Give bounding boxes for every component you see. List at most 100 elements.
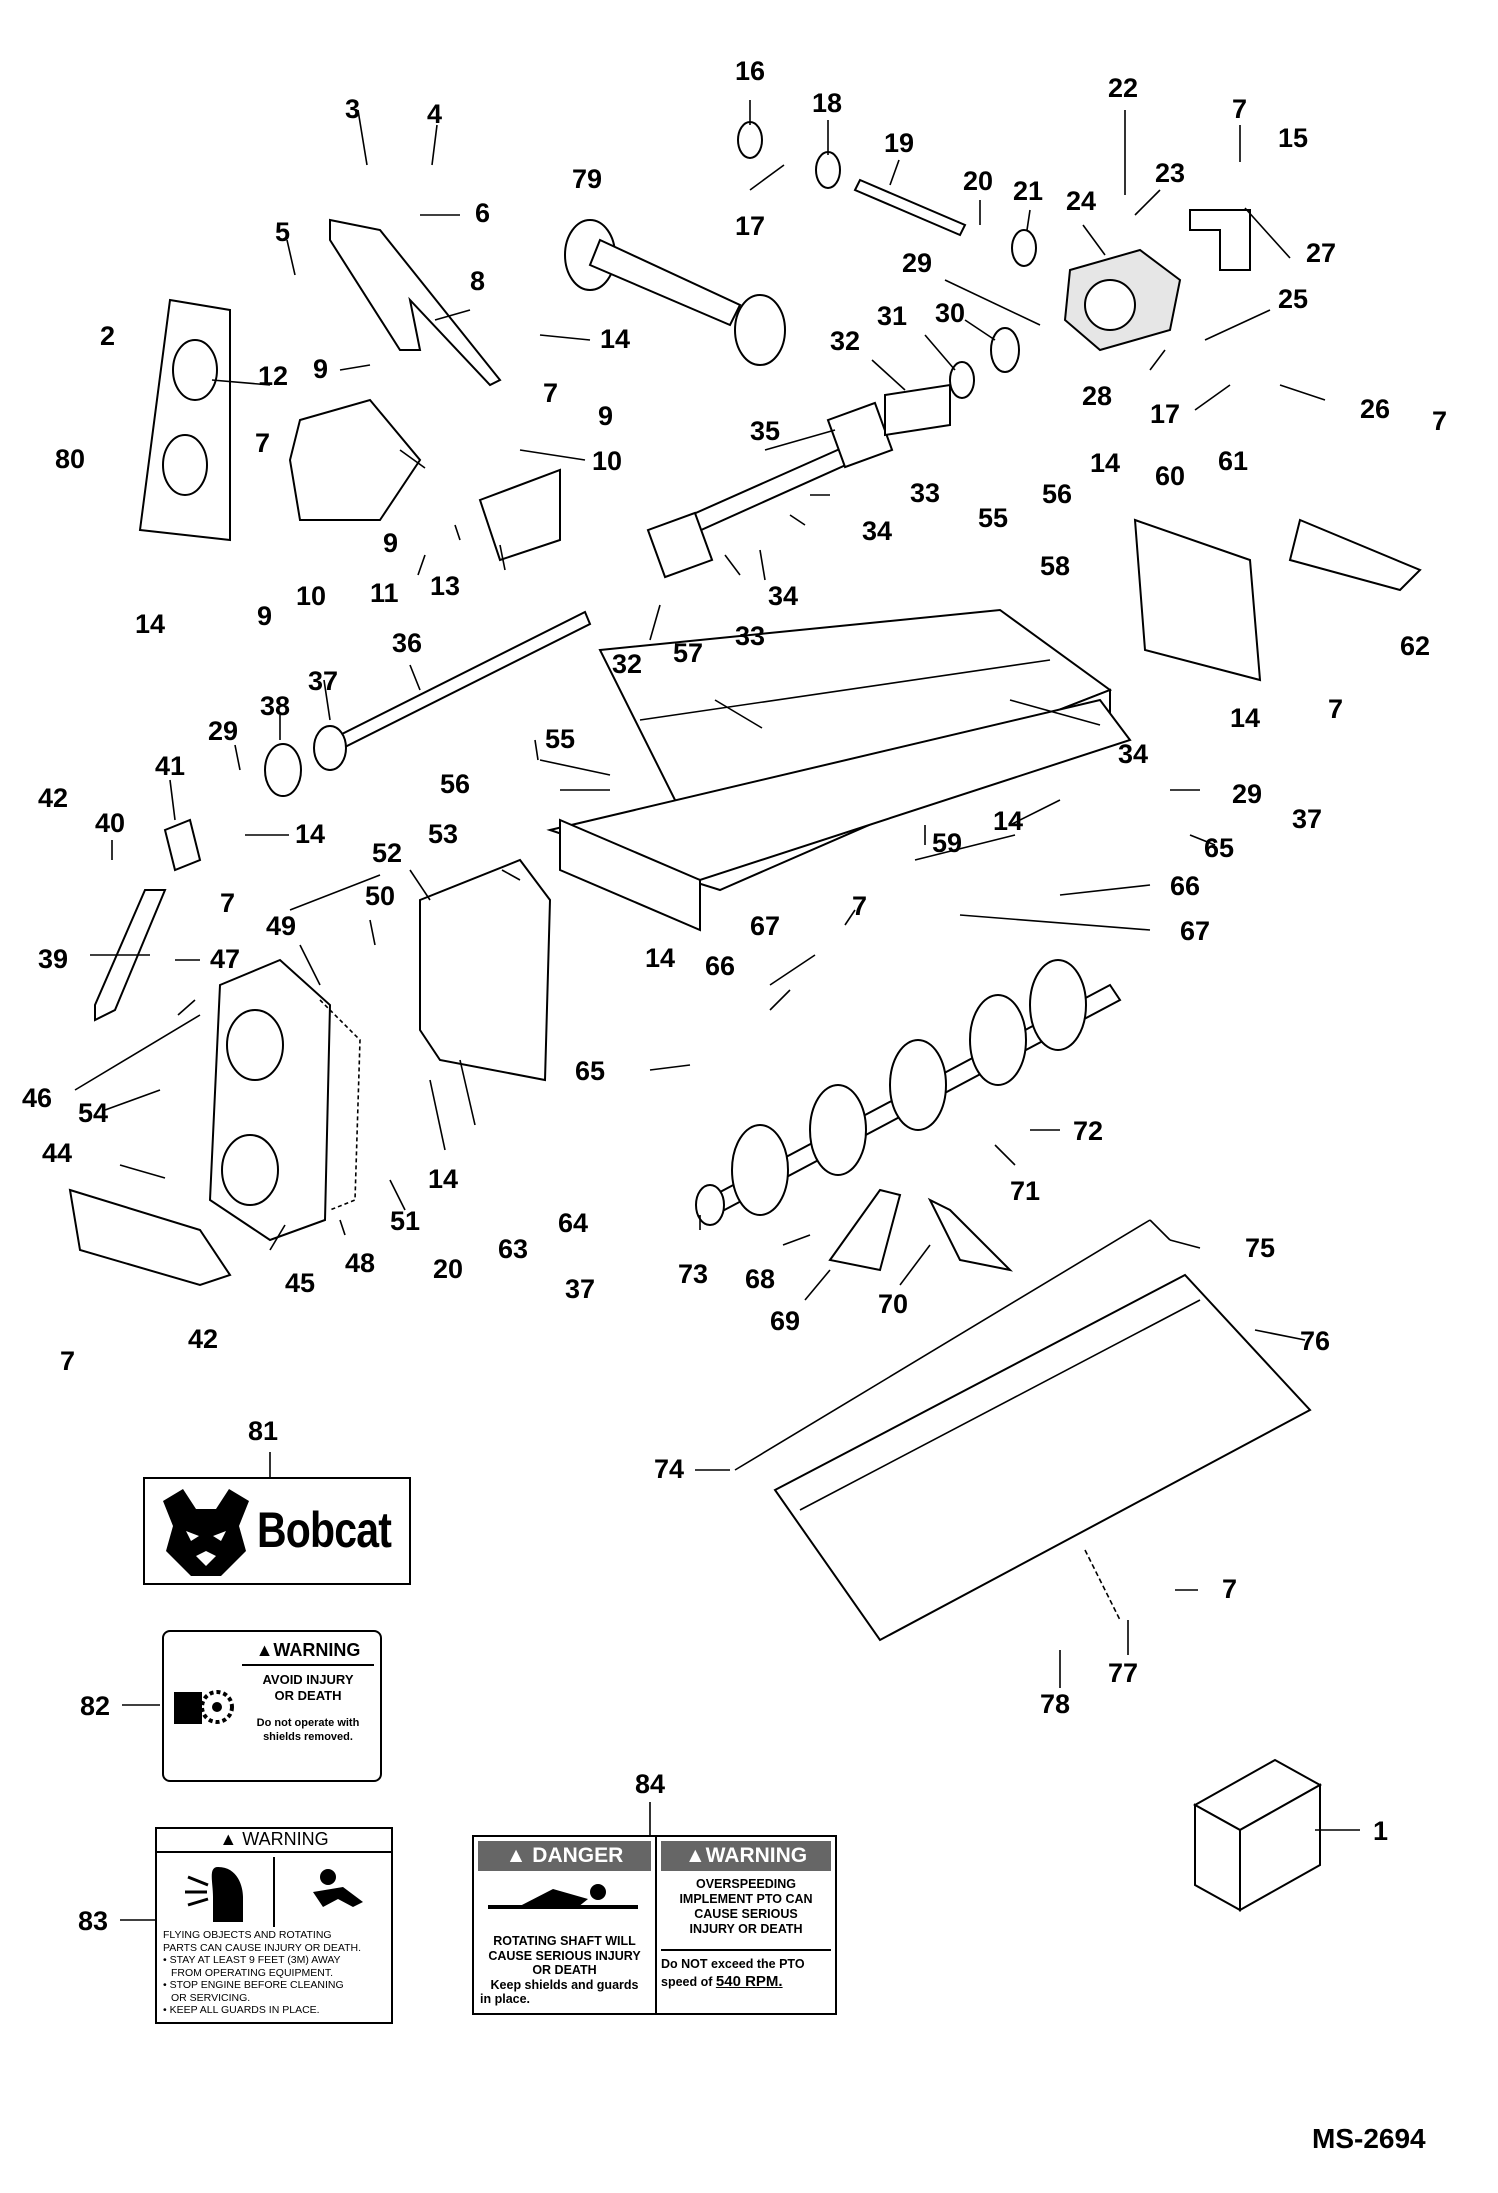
callout-29-a: 29 <box>902 248 932 278</box>
callout-46: 46 <box>22 1083 52 1113</box>
callout-34-b: 34 <box>768 581 798 611</box>
decal-81-bobcat: Bobcat <box>143 1477 411 1585</box>
drive-shaft-36 <box>313 610 592 771</box>
decal-84-warning-line3: CAUSE SERIOUS <box>694 1907 798 1921</box>
decal-83-bullet2a: • STOP ENGINE BEFORE CLEANING <box>163 1979 344 1991</box>
callout-13: 13 <box>430 571 460 601</box>
callout-7-h: 7 <box>60 1346 75 1376</box>
tine-70 <box>927 1197 1014 1272</box>
callout-36: 36 <box>392 628 422 658</box>
leader-lines <box>74 100 1360 1921</box>
callout-77: 77 <box>1108 1658 1138 1688</box>
flying-objects-pictogram-icon <box>185 1857 363 1927</box>
callout-81: 81 <box>248 1416 278 1446</box>
side-plate-52 <box>419 858 552 1082</box>
decal-84-warning-panel: ▲WARNING OVERSPEEDING IMPLEMENT PTO CAN … <box>657 1837 835 2013</box>
hand-sprocket-pictogram-icon <box>174 1690 234 1724</box>
callout-37-b: 37 <box>1292 804 1322 834</box>
callout-7-f: 7 <box>220 888 235 918</box>
callout-55-b: 55 <box>545 724 575 754</box>
jack-41 <box>163 818 202 872</box>
callout-2: 2 <box>100 321 115 351</box>
callout-70: 70 <box>878 1289 908 1319</box>
decal-83-bullet2b: OR SERVICING. <box>171 1991 251 2004</box>
callout-23: 23 <box>1155 158 1185 188</box>
callout-7-d: 7 <box>1432 406 1447 436</box>
decal-84-warning-line1: OVERSPEEDING <box>695 1877 797 1891</box>
callout-15: 15 <box>1278 123 1308 153</box>
callout-45: 45 <box>285 1268 315 1298</box>
decal-84-warning-line6a: speed of <box>661 1975 713 1989</box>
callout-53: 53 <box>428 819 458 849</box>
callout-60: 60 <box>1155 461 1185 491</box>
callout-80: 80 <box>55 444 85 474</box>
decal-83-bullet3: • KEEP ALL GUARDS IN PLACE. <box>163 2004 320 2016</box>
shaft-19 <box>853 178 967 237</box>
callout-24: 24 <box>1066 186 1096 216</box>
callout-8: 8 <box>470 266 485 296</box>
callout-14-g: 14 <box>645 943 675 973</box>
callout-27: 27 <box>1306 238 1336 268</box>
decal-82-line1: AVOID INJURY <box>262 1672 354 1687</box>
callout-40: 40 <box>95 808 125 838</box>
callout-69: 69 <box>770 1306 800 1336</box>
callout-25: 25 <box>1278 284 1308 314</box>
callout-47: 47 <box>210 944 240 974</box>
callout-48: 48 <box>345 1248 375 1278</box>
callout-28: 28 <box>1082 381 1112 411</box>
callout-57: 57 <box>673 638 703 668</box>
callout-17-a: 17 <box>735 211 765 241</box>
callout-7-g: 7 <box>852 891 867 921</box>
callout-52: 52 <box>372 838 402 868</box>
callout-16: 16 <box>735 56 765 86</box>
callout-numbers: 1 2 3 4 5 6 7 7 7 7 7 7 7 7 7 8 9 9 9 9 … <box>22 56 1447 1936</box>
callout-42-b: 42 <box>188 1324 218 1354</box>
chain-49 <box>319 999 361 1211</box>
callout-74: 74 <box>654 1454 684 1484</box>
gear-30 <box>990 327 1020 373</box>
chain-case-45 <box>208 958 332 1242</box>
callout-22: 22 <box>1108 73 1138 103</box>
bearing-31 <box>949 361 975 399</box>
callout-9-a: 9 <box>313 354 328 384</box>
callout-9-d: 9 <box>257 601 272 631</box>
callout-59: 59 <box>932 828 962 858</box>
callout-10-b: 10 <box>296 581 326 611</box>
decal-84-warning-line6b: 540 RPM. <box>715 1973 783 1990</box>
bracket-27 <box>1189 209 1251 271</box>
callout-41: 41 <box>155 751 185 781</box>
callout-14-d: 14 <box>1230 703 1260 733</box>
callout-51: 51 <box>390 1206 420 1236</box>
decal-83-bullet1a: • STAY AT LEAST 9 FEET (3M) AWAY <box>163 1954 341 1966</box>
callout-55-a: 55 <box>978 503 1008 533</box>
callout-82: 82 <box>80 1691 110 1721</box>
callout-76: 76 <box>1300 1326 1330 1356</box>
callout-67-a: 67 <box>1180 916 1210 946</box>
frame-beam <box>546 698 1132 932</box>
callout-54: 54 <box>78 1098 108 1128</box>
callout-75: 75 <box>1245 1233 1275 1263</box>
decal-82-header: ▲WARNING <box>242 1640 374 1666</box>
callout-33-b: 33 <box>735 621 765 651</box>
decal-84-danger-line2: CAUSE SERIOUS INJURY <box>488 1948 641 1963</box>
callout-19: 19 <box>884 128 914 158</box>
callout-79: 79 <box>572 164 602 194</box>
decal-82-line2: OR DEATH <box>274 1688 342 1703</box>
callout-5: 5 <box>275 217 290 247</box>
callout-29-c: 29 <box>1232 779 1262 809</box>
decal-83-pictograms <box>163 1857 385 1927</box>
callout-71: 71 <box>1010 1176 1040 1206</box>
callout-20-b: 20 <box>433 1254 463 1284</box>
side-plate-80 <box>138 298 231 542</box>
callout-14-h: 14 <box>428 1164 458 1194</box>
callout-29-b: 29 <box>208 716 238 746</box>
callout-66-b: 66 <box>705 951 735 981</box>
callout-84: 84 <box>635 1769 665 1799</box>
callout-31: 31 <box>877 301 907 331</box>
callout-20-a: 20 <box>963 166 993 196</box>
decal-84-danger-line3: OR DEATH <box>532 1963 597 1977</box>
decal-84-danger-panel: ▲ DANGER ROTATING SHAFT WILL CAUSE SERIO… <box>474 1837 657 2013</box>
danger-triangle-icon: ▲ <box>505 1844 533 1867</box>
callout-17-b: 17 <box>1150 399 1180 429</box>
